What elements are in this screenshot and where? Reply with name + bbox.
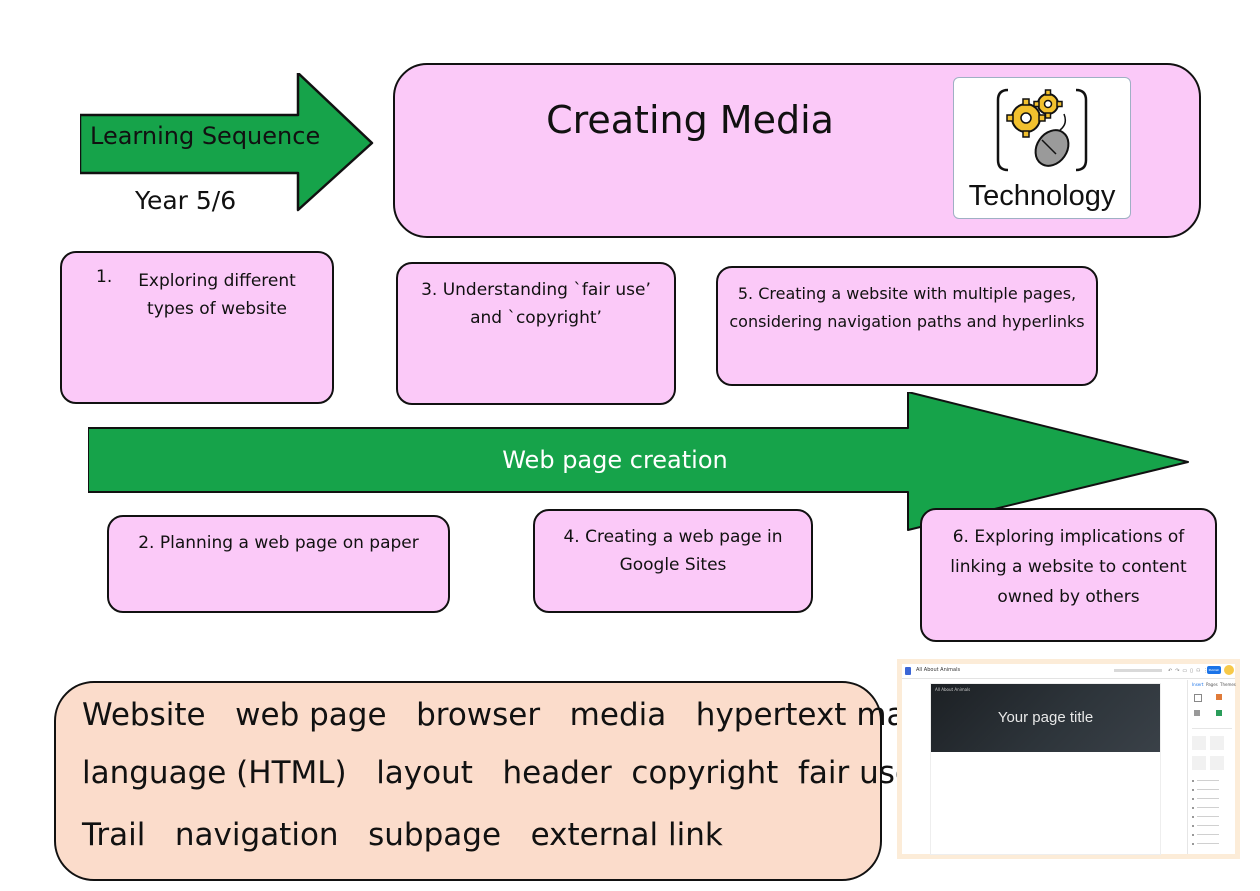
vocab-line-3: Trail navigation subpage external link [82, 817, 723, 853]
learning-sequence-label: Learning Sequence [90, 122, 321, 150]
tab-insert[interactable]: Insert [1192, 682, 1204, 687]
step-3-card: 3. Understanding `fair use’ and `copyrig… [396, 262, 676, 405]
step-6-card: 6. Exploring implications of linking a w… [920, 508, 1217, 642]
layout-thumb-3[interactable] [1192, 756, 1206, 770]
page-header-banner[interactable]: All About Animals Your page title [931, 684, 1160, 752]
component-list-icons[interactable] [1192, 780, 1194, 850]
step-2-card: 2. Planning a web page on paper [107, 515, 450, 613]
web-page-creation-label: Web page creation [502, 446, 728, 474]
vocab-line-2: language (HTML) layout header copyright … [82, 755, 914, 791]
site-name[interactable]: All About Animals [916, 667, 961, 673]
step-5-text: 5. Creating a website with multiple page… [729, 284, 1085, 331]
year-label: Year 5/6 [135, 186, 237, 215]
step-5-card: 5. Creating a website with multiple page… [716, 266, 1098, 386]
toolbar-placeholder [1114, 669, 1162, 672]
banner-site-name: All About Animals [935, 687, 971, 692]
step-4-card: 4. Creating a web page in Google Sites [533, 509, 813, 613]
sites-top-bar: All About Animals ↶↷▭▯⚇⋮ Publish [902, 664, 1235, 679]
right-panel: Insert Pages Themes [1187, 680, 1236, 854]
textbox-icon[interactable] [1194, 694, 1202, 702]
gears-mouse-icon [996, 88, 1088, 172]
page-title: Creating Media [546, 98, 834, 142]
step-1-card: 1. Exploring different types of website [60, 251, 334, 404]
page-canvas[interactable]: All About Animals Your page title [930, 683, 1161, 855]
panel-divider [1192, 728, 1232, 729]
images-icon[interactable] [1216, 694, 1222, 700]
step-6-text: 6. Exploring implications of linking a w… [950, 527, 1187, 607]
publish-button[interactable]: Publish [1207, 666, 1221, 674]
learning-sequence-arrow [80, 73, 374, 212]
embed-icon[interactable] [1194, 710, 1200, 716]
step-1-text: Exploring different types of website [138, 271, 296, 319]
vocabulary-box: Website web page browser media hypertext… [54, 681, 975, 881]
account-avatar[interactable] [1224, 665, 1234, 675]
tab-pages[interactable]: Pages [1206, 682, 1218, 687]
technology-badge: Technology [953, 77, 1131, 219]
step-2-text: 2. Planning a web page on paper [138, 533, 419, 553]
toolbar-icons[interactable]: ↶↷▭▯⚇⋮ [1168, 668, 1212, 674]
vocab-line-1: Website web page browser media hypertext… [82, 697, 975, 733]
layout-thumb-1[interactable] [1192, 736, 1206, 750]
step-1-number: 1. [96, 267, 113, 287]
component-list-labels[interactable] [1197, 780, 1219, 850]
your-page-title[interactable]: Your page title [997, 709, 1094, 726]
layout-thumb-4[interactable] [1210, 756, 1224, 770]
step-3-text: 3. Understanding `fair use’ and `copyrig… [421, 280, 651, 328]
tab-themes[interactable]: Themes [1220, 682, 1236, 687]
sites-window: All About Animals ↶↷▭▯⚇⋮ Publish All Abo… [902, 664, 1236, 855]
web-page-creation-arrow [88, 392, 1189, 531]
google-sites-screenshot: All About Animals ↶↷▭▯⚇⋮ Publish All Abo… [897, 659, 1240, 859]
sites-logo-icon [905, 667, 911, 675]
drive-icon[interactable] [1216, 710, 1222, 716]
technology-label: Technology [968, 180, 1116, 212]
layout-thumb-2[interactable] [1210, 736, 1224, 750]
step-4-text: 4. Creating a web page in Google Sites [563, 527, 783, 575]
